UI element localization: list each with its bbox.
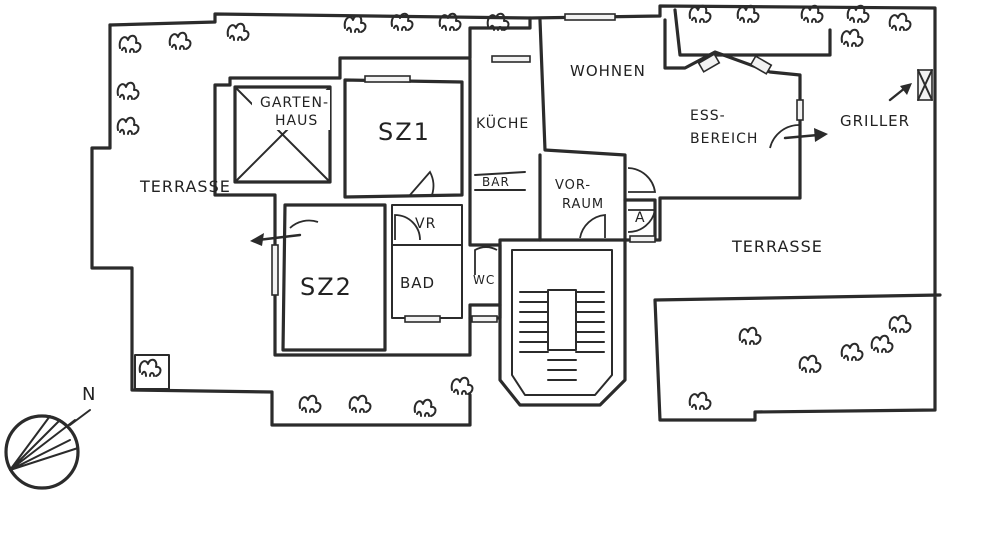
shrub-icon	[168, 31, 192, 50]
terrace-east-label: TERRASSE	[731, 237, 823, 256]
inner-walls	[281, 58, 657, 407]
plants	[116, 4, 912, 417]
shrub-icon	[348, 394, 372, 413]
shrub-icon	[738, 326, 762, 345]
outer-walls	[90, 4, 942, 427]
garden-house-label-2: HAUS	[275, 113, 318, 129]
shrub-icon	[118, 34, 142, 53]
window-a	[629, 235, 656, 243]
shrub-icon	[870, 334, 894, 353]
door-swing-icon	[474, 246, 498, 275]
shrub-icon	[226, 22, 250, 41]
arrow-right-icon	[783, 133, 820, 140]
wall-stair-inner	[511, 249, 613, 396]
exit-arrows	[250, 83, 912, 246]
wall-north-living	[528, 4, 942, 422]
window-wc	[471, 315, 498, 323]
foyer-label-2: RAUM	[562, 197, 604, 212]
wall-vorraum	[538, 153, 657, 242]
kitchen-label: KÜCHE	[476, 114, 529, 132]
bar-label: BAR	[482, 175, 510, 189]
windows	[271, 13, 933, 323]
north-label: N	[82, 384, 96, 405]
arrow-head-griller	[900, 83, 912, 95]
toilet-label: WC	[473, 273, 495, 287]
stair-treads-bottom	[547, 359, 577, 381]
living-label: WOHNEN	[570, 62, 646, 80]
dining-label-2: BEREICH	[690, 131, 758, 147]
shrub-icon	[840, 28, 864, 47]
shrub-icon	[450, 376, 474, 395]
shrub-icon	[840, 342, 864, 361]
garden-house-label-1: GARTEN-	[260, 95, 329, 111]
shrub-icon	[888, 12, 912, 31]
wall-living-inner	[538, 18, 802, 242]
arrow-griller	[888, 86, 907, 102]
window-bath	[404, 315, 441, 323]
stair-treads-left	[519, 291, 549, 353]
arrow-head-left	[250, 233, 264, 246]
shrub-icon	[798, 354, 822, 373]
door-swing-icon	[289, 219, 319, 229]
dining-label-1: ESS-	[690, 108, 726, 124]
door-swing-icon	[579, 214, 606, 239]
storage-label: VR	[415, 216, 436, 232]
staircase	[519, 289, 605, 381]
room-labels: GARTEN- HAUS TERRASSE SZ1 SZ2 KÜCHE BAR …	[139, 62, 910, 301]
door-swing-icon	[394, 214, 421, 241]
door-swing-icon	[769, 124, 801, 149]
terrace-west-label: TERRASSE	[139, 177, 231, 196]
shrub-icon	[116, 116, 140, 135]
foyer-label-1: VOR-	[555, 178, 591, 193]
shrub-icon	[138, 358, 162, 377]
shrub-icon	[888, 314, 912, 333]
door-swing-icon	[627, 209, 657, 233]
wall-bar	[474, 171, 526, 191]
wall-east-nook	[673, 8, 832, 57]
room-a-label: A	[635, 210, 646, 226]
compass-rose-icon: N	[4, 384, 96, 490]
wall-west-outline	[108, 12, 532, 357]
wall-sz2	[281, 203, 387, 352]
door-swing-icon	[409, 170, 435, 196]
window-sz2	[271, 244, 279, 296]
shrub-icon	[343, 14, 367, 33]
bath-label: BAD	[400, 274, 435, 292]
shrub-icon	[688, 4, 712, 23]
shrub-icon	[298, 394, 322, 413]
window-bay-1	[697, 53, 721, 73]
wall-sz1	[343, 78, 464, 199]
planter-box	[134, 354, 170, 390]
wall-west-terrace	[90, 23, 472, 427]
window-north	[564, 13, 616, 21]
shrub-icon	[688, 391, 712, 410]
wall-stair-hall	[498, 238, 627, 407]
bedroom-1-label: SZ1	[378, 118, 431, 146]
shrub-icon	[413, 398, 437, 417]
stair-treads-right	[575, 291, 605, 353]
window-bay-2	[749, 55, 773, 75]
bedroom-2-label: SZ2	[300, 273, 353, 301]
shrub-icon	[116, 81, 140, 100]
door-swing-icon	[627, 167, 657, 193]
window-kitchen	[491, 55, 531, 63]
garden-house	[233, 85, 332, 184]
wall-vr-bad	[391, 204, 463, 319]
window-sz1	[364, 75, 411, 83]
arrow-head-right	[814, 128, 828, 142]
grill-label: GRILLER	[840, 112, 910, 130]
window-dining	[796, 99, 804, 121]
doors	[289, 167, 657, 275]
arrow-left-icon	[256, 233, 302, 242]
